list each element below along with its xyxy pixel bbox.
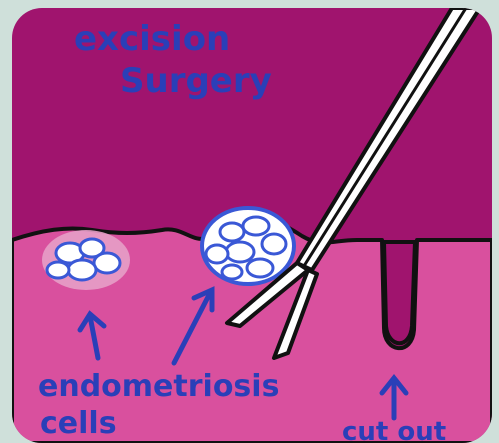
cutout-label: cut out (342, 417, 446, 443)
cutout-pocket (384, 242, 415, 343)
excision-surgery-illustration: excision Surgery endometriosis cells cut… (12, 8, 492, 443)
cells-label-line2: cells (40, 406, 117, 441)
cell-cluster-left (42, 230, 130, 290)
title-line1: excision (74, 19, 230, 59)
cell-cluster-right (202, 208, 294, 284)
illustration-canvas: excision Surgery endometriosis cells cut… (12, 8, 492, 443)
title-line2: Surgery (120, 61, 272, 101)
cells-label-line1: endometriosis (38, 369, 279, 404)
